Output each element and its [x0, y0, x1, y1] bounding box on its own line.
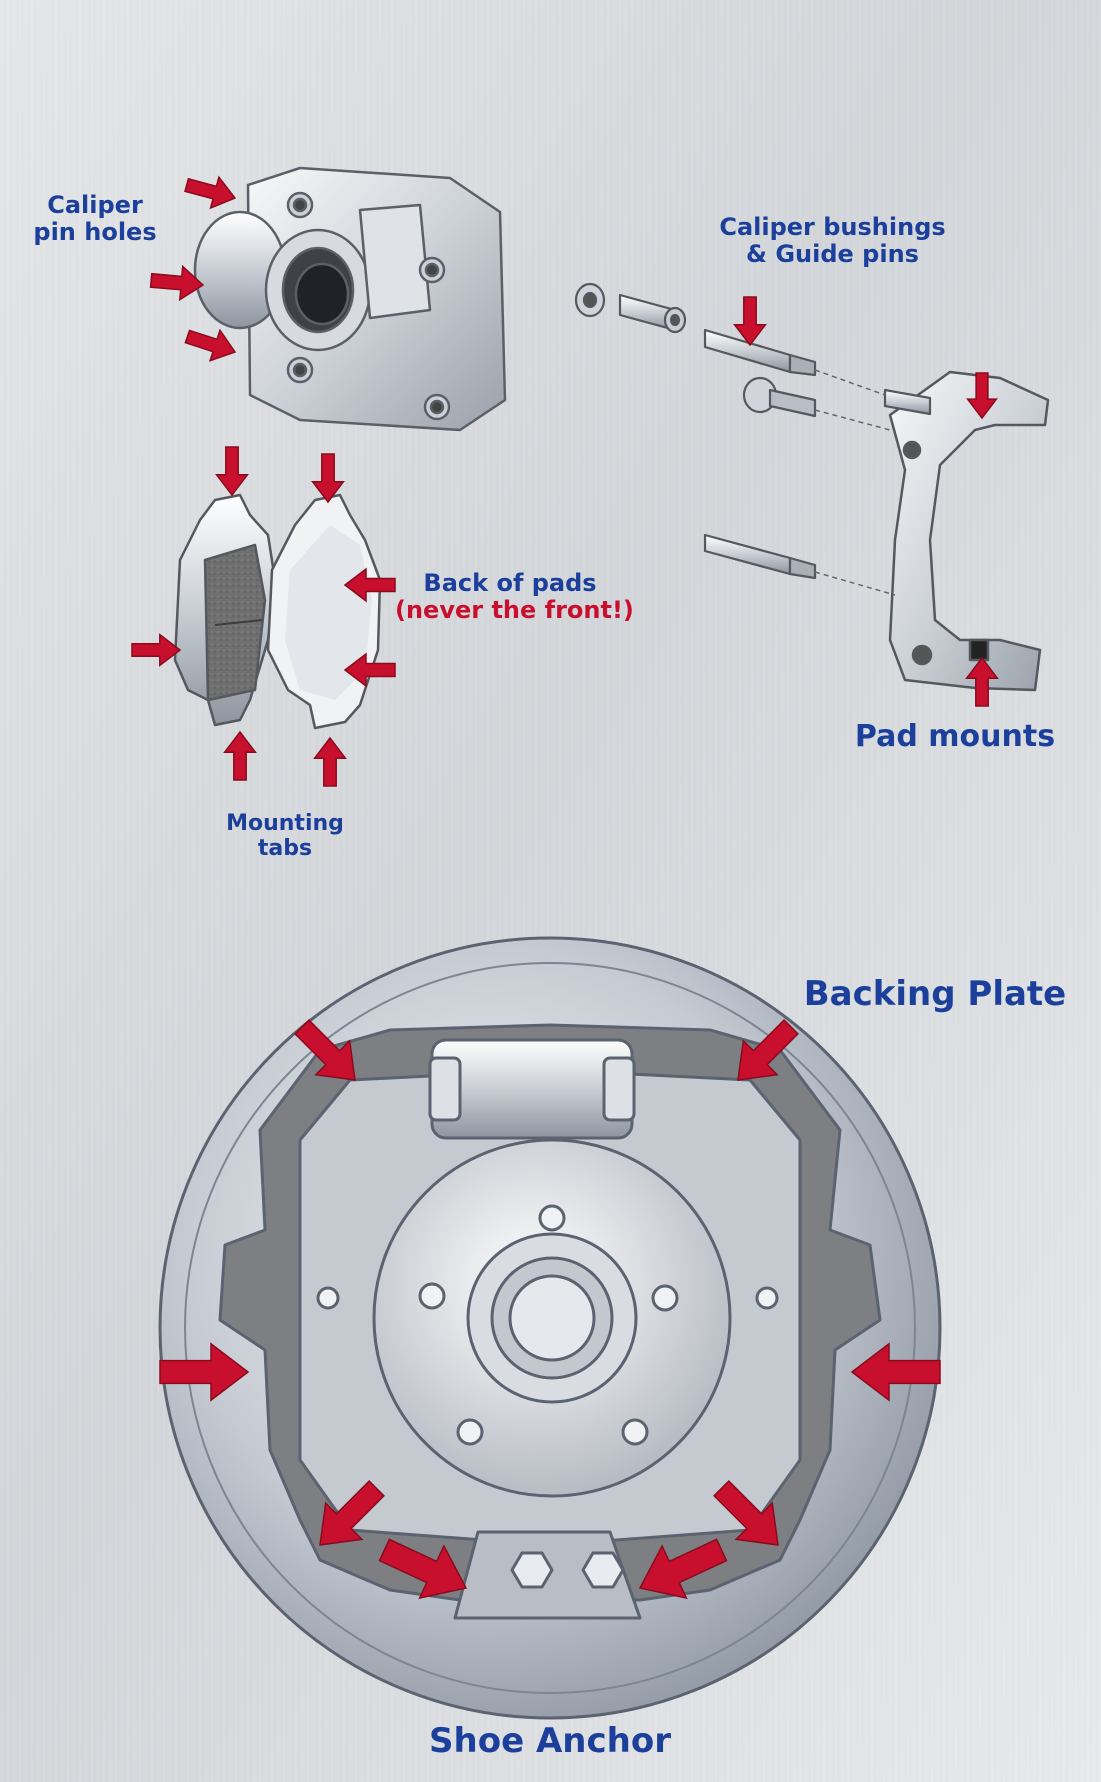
label-caliper-bushings-line2: & Guide pins	[710, 241, 955, 268]
label-shoe-anchor: Shoe Anchor	[400, 1722, 700, 1760]
label-mounting-tabs: Mounting tabs	[210, 812, 360, 861]
label-caliper-pin-holes: Caliper pin holes	[30, 192, 160, 246]
label-never-the-front: (never the front!)	[395, 597, 625, 624]
label-mounting-tabs-line1: Mounting	[210, 812, 360, 837]
backing-plate-illustration	[160, 938, 940, 1718]
label-back-of-pads-text: Back of pads	[395, 570, 625, 597]
label-backing-plate: Backing Plate	[800, 975, 1070, 1013]
label-caliper-pin-holes-line1: Caliper	[30, 192, 160, 219]
label-caliper-bushings-line1: Caliper bushings	[710, 214, 955, 241]
label-caliper-pin-holes-line2: pin holes	[30, 219, 160, 246]
label-mounting-tabs-line2: tabs	[210, 837, 360, 862]
label-back-of-pads: Back of pads (never the front!)	[395, 570, 625, 624]
label-caliper-bushings-guide-pins: Caliper bushings & Guide pins	[710, 214, 955, 268]
label-pad-mounts: Pad mounts	[850, 720, 1060, 754]
